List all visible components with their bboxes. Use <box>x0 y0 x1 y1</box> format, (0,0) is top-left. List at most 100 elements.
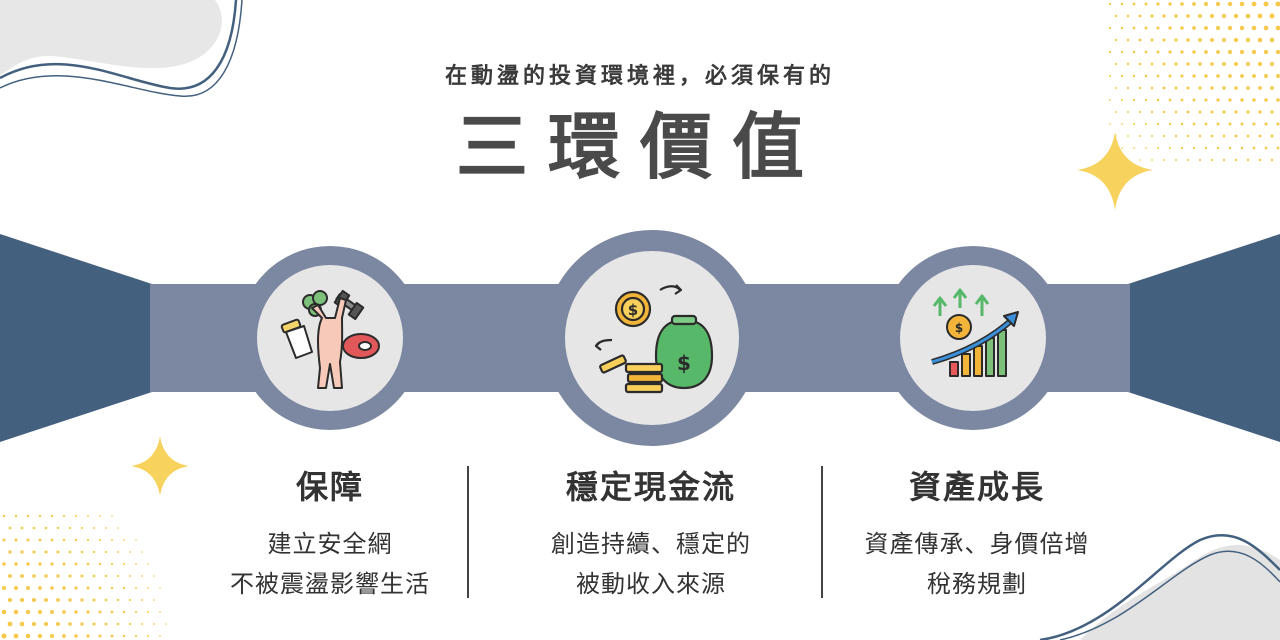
decor-dot <box>141 575 143 577</box>
decor-dot <box>1138 38 1142 42</box>
decor-dot <box>122 586 126 590</box>
decor-dot <box>128 622 132 626</box>
decor-dot <box>1245 37 1251 43</box>
decor-dot <box>153 623 155 625</box>
decor-dot <box>1234 134 1238 138</box>
decor-dot <box>1132 50 1136 54</box>
decor-dot <box>1228 50 1232 54</box>
decor-dot <box>1258 158 1262 162</box>
value-desc-line: 創造持續、穩定的 <box>551 530 751 558</box>
decor-dot <box>32 550 36 554</box>
decor-dot <box>141 599 143 601</box>
decor-dot <box>1180 74 1184 78</box>
decor-dot <box>1186 14 1190 18</box>
decor-dot <box>93 527 95 529</box>
decor-dot <box>1204 122 1208 126</box>
decor-dot <box>1108 74 1112 78</box>
decor-dot <box>8 550 12 554</box>
value-desc-line: 稅務規劃 <box>927 570 1027 598</box>
decor-dot <box>1252 146 1256 150</box>
value-desc-line: 資產傳承、身價倍增 <box>864 530 1090 558</box>
decor-dot <box>1204 74 1208 78</box>
decor-dot <box>134 610 138 614</box>
decor-dot <box>1121 123 1123 125</box>
decor-dot <box>1127 135 1129 137</box>
decor-dot <box>8 574 12 578</box>
decor-dot <box>50 538 54 542</box>
decor-dot <box>1239 49 1245 55</box>
decor-dot <box>1144 50 1148 54</box>
decor-dot <box>1198 86 1202 90</box>
decor-dot <box>1228 74 1232 78</box>
decor-dot <box>50 562 54 566</box>
decor-dot <box>1204 98 1208 102</box>
money-flow-icon <box>594 284 714 394</box>
decor-dot <box>31 621 37 627</box>
decor-dot <box>1210 110 1214 114</box>
decor-dot <box>1162 14 1166 18</box>
top-right-dots <box>1108 1 1280 162</box>
value-title: 資產成長 <box>908 468 1045 506</box>
decor-dot <box>7 621 13 627</box>
decor-dot <box>1257 61 1263 67</box>
decor-dot <box>19 621 25 627</box>
decor-dot <box>44 550 48 554</box>
decor-dot <box>1151 159 1153 161</box>
decor-dot <box>7 597 13 603</box>
bottom-right-wave-line <box>1039 534 1280 640</box>
decor-dot <box>1275 1 1280 7</box>
decor-dot <box>117 551 119 553</box>
decor-dot <box>50 610 54 614</box>
decor-dot <box>2 514 6 518</box>
decor-dot <box>1120 98 1124 102</box>
decor-dot <box>1162 110 1166 114</box>
decor-dot <box>1126 110 1130 114</box>
decor-dot <box>1264 146 1268 150</box>
decor-dot <box>147 611 149 613</box>
decor-dot <box>1240 74 1244 78</box>
decor-dot <box>1132 98 1136 102</box>
decor-dot <box>32 574 36 578</box>
decor-dot <box>117 527 119 529</box>
decor-dot <box>86 634 90 638</box>
fitness-health-icon <box>280 289 380 389</box>
decor-dot <box>116 622 120 626</box>
decor-dot <box>86 538 90 542</box>
decor-dot <box>1168 98 1172 102</box>
decor-dot <box>1216 50 1220 54</box>
decor-dot <box>1121 147 1123 149</box>
bottom-right-blob <box>1080 545 1280 640</box>
decor-dot <box>110 634 114 638</box>
decor-dot <box>1270 86 1274 90</box>
decor-dot <box>1258 110 1262 114</box>
decor-dot <box>159 587 161 589</box>
decor-dot <box>1240 122 1244 126</box>
decor-dot <box>1 609 7 615</box>
decor-dot <box>80 550 84 554</box>
decor-dot <box>1239 1 1245 7</box>
decor-dot <box>122 634 126 638</box>
decor-dot <box>2 538 6 542</box>
subtitle: 在動盪的投資環境裡，必須保有的 <box>444 64 835 89</box>
value-column-cashflow: 穩定現金流 創造持續、穩定的 被動收入來源 <box>486 462 816 604</box>
decor-dot <box>1133 123 1135 125</box>
decor-dot <box>1192 74 1196 78</box>
decor-dot <box>62 514 66 518</box>
decor-dot <box>1120 2 1124 6</box>
svg-text:$: $ <box>677 351 691 375</box>
decor-dot <box>38 586 42 590</box>
decor-dot <box>1115 111 1117 113</box>
decor-dot <box>129 551 131 553</box>
decor-dot <box>134 634 138 638</box>
decor-dot <box>98 562 102 566</box>
decor-dot <box>86 610 90 614</box>
decor-dot <box>1210 158 1214 162</box>
decor-dot <box>62 634 66 638</box>
decor-dot <box>1180 2 1184 6</box>
decor-dot <box>1132 2 1136 6</box>
decor-dot <box>62 562 66 566</box>
decor-dot <box>1139 135 1141 137</box>
decor-dot <box>1251 25 1257 31</box>
column-divider <box>467 466 469 598</box>
decor-dot <box>1 585 7 591</box>
